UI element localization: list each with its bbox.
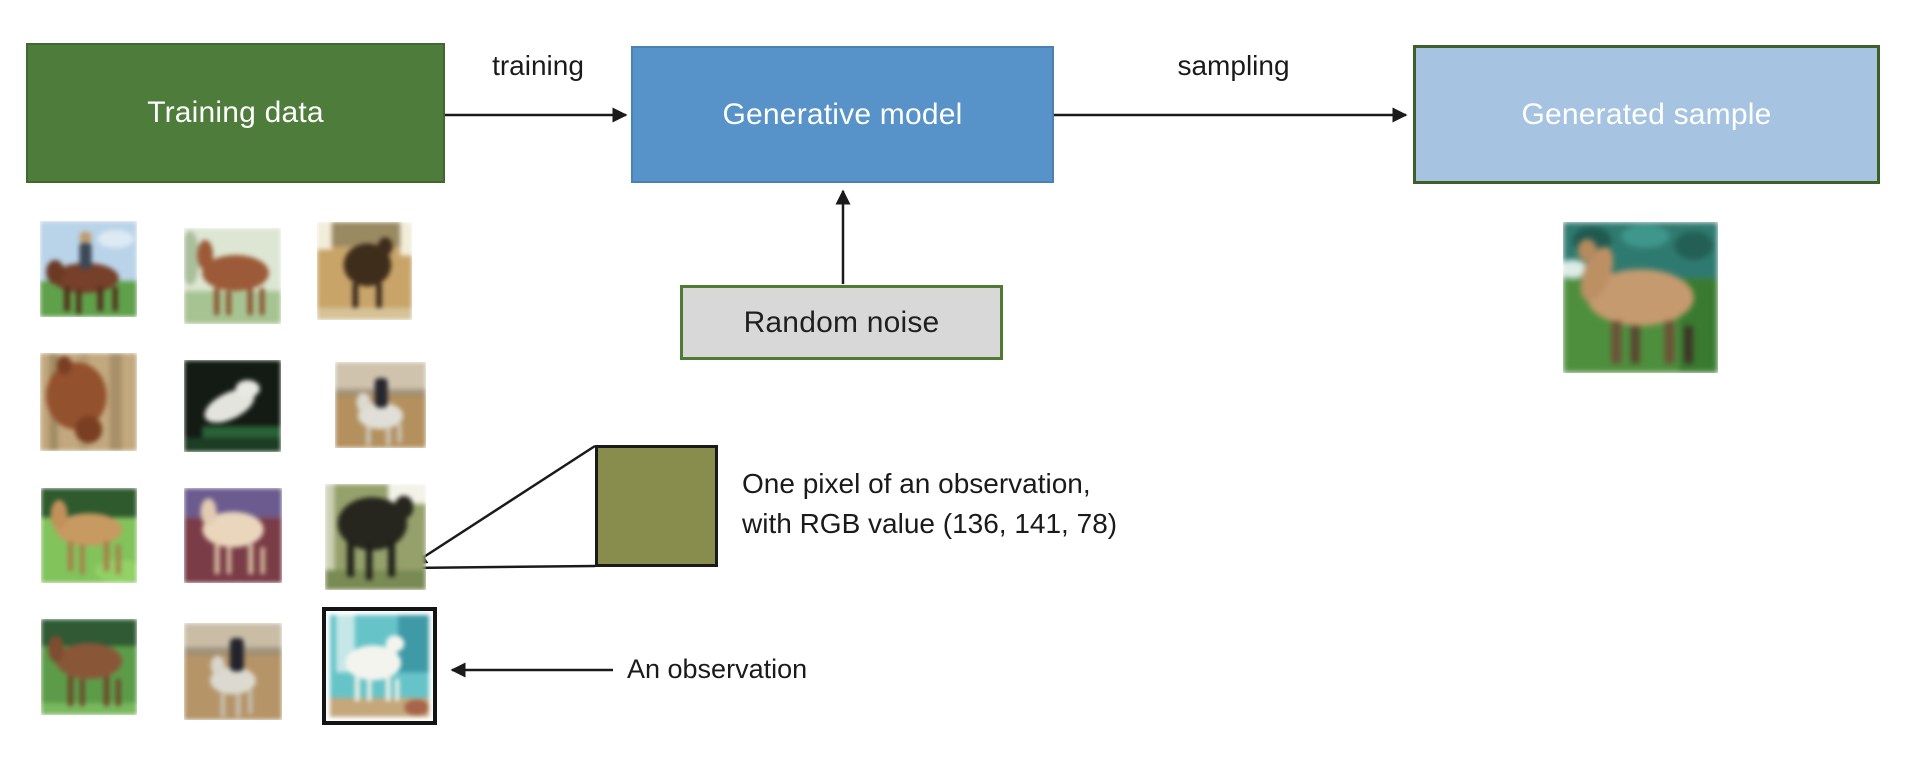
random-noise-node: Random noise: [680, 285, 1003, 360]
pixel-wedge-top-line: [411, 444, 596, 566]
sampling-edge-label: sampling: [1177, 50, 1290, 81]
generated-sample-label: Generated sample: [1521, 97, 1772, 131]
horse-image: [184, 228, 281, 324]
horse-image: [41, 619, 137, 715]
training-image-1: [40, 221, 137, 317]
training-image-8: [184, 488, 282, 583]
horse-image: [41, 488, 137, 583]
training-image-5: [184, 360, 281, 452]
horse-image: [317, 222, 412, 320]
training-image-11: [184, 623, 282, 720]
observation-label: An observation: [627, 654, 808, 684]
horse-image: [184, 488, 282, 583]
training-image-10: [41, 619, 137, 715]
horse-rider-image: [40, 221, 137, 317]
horse-image: [325, 484, 426, 590]
training-image-7: [41, 488, 137, 583]
training-image-9: [325, 484, 426, 590]
training-image-3: [317, 222, 412, 320]
pixel-callout-line1: One pixel of an observation,: [742, 468, 1091, 499]
training-data-label: Training data: [147, 96, 324, 129]
observation-framed-image: [322, 607, 437, 725]
horse-image: [330, 615, 429, 717]
horse-image: [40, 353, 137, 451]
training-image-6: [335, 362, 426, 448]
random-noise-label: Random noise: [743, 305, 940, 339]
training-image-4: [40, 353, 137, 451]
pixel-callout-text: One pixel of an observation, with RGB va…: [742, 464, 1117, 544]
generated-horse-image: [1563, 222, 1718, 373]
generated-sample-node: Generated sample: [1413, 45, 1880, 184]
pixel-callout-line2: with RGB value (136, 141, 78): [742, 508, 1118, 539]
horse-rider-image: [335, 362, 426, 448]
generative-model-label: Generative model: [722, 97, 963, 131]
generative-model-node: Generative model: [631, 46, 1054, 183]
pixel-wedge-bottom-line: [407, 564, 596, 570]
training-data-node: Training data: [26, 43, 445, 183]
training-edge-label: training: [492, 50, 584, 81]
training-image-2: [184, 228, 281, 324]
generated-sample-image: [1563, 222, 1718, 373]
horse-image: [184, 360, 281, 452]
horse-rider-image: [184, 623, 282, 720]
pixel-color-swatch: [595, 445, 718, 567]
